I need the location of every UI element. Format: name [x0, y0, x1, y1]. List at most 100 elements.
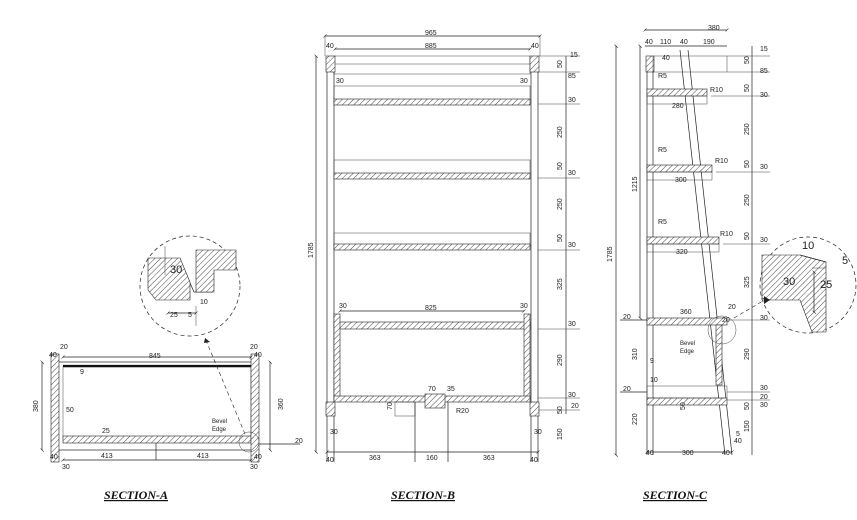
section-c-r30-5: 30: [760, 385, 768, 392]
section-b-965: 965: [425, 30, 437, 37]
section-b-35: 35: [447, 386, 455, 393]
section-c-b300: 300: [682, 450, 694, 457]
section-c-b40-right: 40: [722, 450, 730, 457]
detail-c-10: 10: [802, 240, 814, 252]
section-c-280: 280: [672, 103, 684, 110]
section-c-d40: 40: [662, 55, 670, 62]
detail-a-25: 25: [170, 312, 178, 319]
section-c-r250-b: 250: [744, 194, 751, 206]
section-a-left-post: [50, 353, 60, 463]
section-c-r30-1: 30: [760, 92, 768, 99]
section-a-height-360: 360: [278, 398, 285, 410]
section-c-R5-3: R5: [658, 219, 667, 226]
section-b-right-250-b: 250: [557, 198, 564, 210]
section-a-inner-50: 50: [66, 407, 74, 414]
section-b-70: 70: [428, 386, 436, 393]
section-c-shelf-2: [646, 164, 713, 173]
section-b-bottom-40-right: 40: [530, 457, 538, 464]
section-a-bevel-1: Bevel: [212, 419, 227, 425]
section-c-s50: 50: [680, 402, 687, 410]
section-a-br-40: 40: [254, 454, 262, 461]
section-c-1785: 1785: [607, 246, 614, 262]
section-b-right-290: 290: [557, 354, 564, 366]
section-a-bevel-2: Edge: [212, 427, 227, 433]
section-c-1215: 1215: [632, 176, 639, 192]
detail-c: 10 5 30 25: [759, 236, 857, 334]
section-b-885: 885: [425, 43, 437, 50]
section-b-825: 825: [425, 305, 437, 312]
section-b-right-30-1: 30: [568, 97, 576, 104]
section-c-b40d: 40: [734, 438, 742, 445]
section-b-right-30-2: 30: [568, 170, 576, 177]
section-c-R10-2: R10: [715, 158, 728, 165]
section-c-s20: 20: [728, 304, 736, 311]
section-c-r30-4: 30: [760, 315, 768, 322]
section-b-left-post-top: [325, 55, 336, 73]
section-b-right-50-1: 50: [557, 60, 564, 68]
section-c-310: 310: [632, 348, 639, 360]
section-b-shelf-2: [333, 172, 531, 180]
section-b-bottom-30-right: 30: [534, 429, 542, 436]
section-c-r50-4: 50: [744, 232, 751, 240]
section-b-mid-30-right: 30: [520, 303, 528, 310]
section-b-right-30-4: 30: [568, 321, 576, 328]
section-a-width-845: 845: [149, 353, 161, 360]
section-c-r20-b: 20: [722, 317, 730, 324]
detail-a-circle: [139, 235, 241, 337]
section-c-r290: 290: [744, 348, 751, 360]
section-b-shelf-1: [333, 98, 531, 106]
section-a-left-40: 40: [49, 352, 57, 359]
section-c-R10-1: R10: [710, 87, 723, 94]
detail-c-5: 5: [842, 255, 848, 267]
section-a-inner-9: 9: [80, 369, 84, 376]
section-a-inner-25: 25: [102, 428, 110, 435]
section-b-right-50-2: 50: [557, 162, 564, 170]
section-b-right-50-3: 50: [557, 234, 564, 242]
section-c-300: 300: [675, 177, 687, 184]
section-c-bevel-1: Bevel: [680, 341, 695, 347]
caption-section-a: SECTION-A: [104, 488, 168, 502]
section-c-shelf-3: [646, 236, 720, 245]
section-c-R10-3: R10: [720, 231, 733, 238]
section-a-height-380: 380: [33, 400, 40, 412]
section-c-bevel-2: Edge: [680, 349, 695, 355]
section-c-320: 320: [676, 249, 688, 256]
section-b-shelf-3: [333, 243, 531, 251]
section-c-r50-2: 50: [744, 84, 751, 92]
section-c-380: 380: [708, 25, 720, 32]
section-b-30-left: 30: [336, 78, 344, 85]
detail-c-30: 30: [783, 276, 795, 288]
section-b-bottom-30-left: 30: [330, 429, 338, 436]
section-b-30-right: 30: [520, 78, 528, 85]
section-a-right-post: [250, 353, 260, 463]
section-c-r30-3: 30: [760, 237, 768, 244]
section-c-r20-a: 20: [760, 394, 768, 401]
section-b-bottom-40-left: 40: [326, 457, 334, 464]
section-b-40-left: 40: [326, 43, 334, 50]
section-c-b5: 5: [736, 431, 740, 438]
detail-a-30: 30: [170, 264, 182, 276]
detail-c-25: 25: [820, 279, 832, 291]
section-c-40-b: 40: [680, 39, 688, 46]
section-a-out-20: 20: [295, 438, 303, 445]
section-a-right-20: 20: [250, 344, 258, 351]
section-b-r20: R20: [456, 408, 469, 415]
section-c-s9: 9: [650, 358, 654, 365]
section-b-right-250-a: 250: [557, 126, 564, 138]
section-c-r30-2: 30: [760, 164, 768, 171]
section-a-bottom-413-left: 413: [101, 453, 113, 460]
section-b-right-20-a: 20: [571, 403, 579, 410]
section-b: 965 885 40 40 30 30 30 30: [308, 30, 580, 464]
section-b-right-post-top: [529, 55, 540, 73]
section-a-br-30: 30: [250, 464, 258, 471]
section-a: 845 40 20 40 20 380 360 9 50 25 413 413 …: [33, 337, 303, 471]
section-c-R5-2: R5: [658, 147, 667, 154]
caption-section-c: SECTION-C: [643, 488, 708, 502]
section-a-bl-40: 40: [50, 454, 58, 461]
section-c: 380 40 110 40 190 40 R5 R10 280 R5 R10 3…: [607, 25, 770, 457]
section-a-left-20: 20: [60, 344, 68, 351]
section-c-r85: 85: [760, 68, 768, 75]
section-b-right-150: 150: [557, 428, 564, 440]
section-b-363-right: 363: [483, 455, 495, 462]
